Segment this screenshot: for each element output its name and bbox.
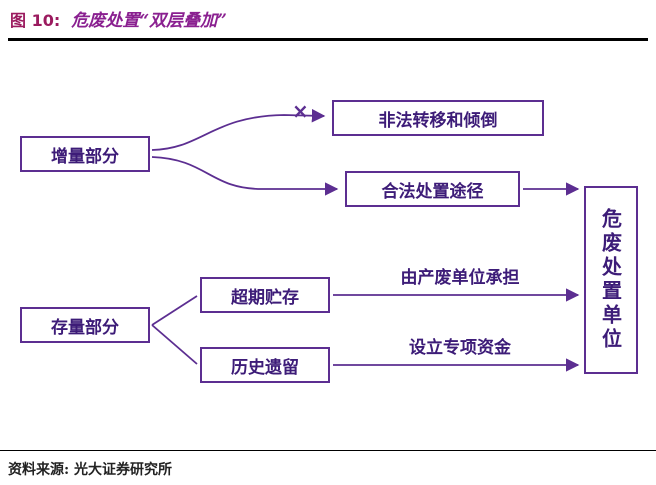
label-special-fund: 设立专项资金 (409, 338, 511, 358)
diagram-connectors (151, 108, 580, 372)
figure-title: 危废处置“双层叠加” (71, 11, 227, 31)
node-historical-legacy: 历史遗留 (200, 347, 330, 383)
line-stock-to-legacy (151, 324, 198, 365)
arrow-increment-to-illegal (151, 108, 326, 151)
node-legal-disposal: 合法处置途径 (345, 171, 520, 207)
arrow-increment-to-legal (151, 156, 339, 196)
footer-divider (0, 450, 656, 451)
cross-mark-icon: × (292, 99, 309, 123)
node-overdue-storage: 超期贮存 (200, 277, 330, 313)
flow-diagram: 增量部分 非法转移和倾倒 合法处置途径 存量部分 超期贮存 历史遗留 危废处置单… (0, 60, 656, 445)
node-illegal-transfer: 非法转移和倾倒 (332, 100, 544, 136)
node-increment-part: 增量部分 (20, 136, 150, 172)
node-stock-part: 存量部分 (20, 307, 150, 343)
source-note: 资料来源: 光大证券研究所 (8, 462, 173, 478)
header-divider (8, 38, 648, 41)
figure-header: 图 10: 危废处置“双层叠加” (10, 6, 227, 31)
label-borne-by-producer: 由产废单位承担 (400, 268, 520, 288)
node-disposal-unit: 危废处置单位 (584, 186, 638, 374)
figure-label: 图 10: (10, 11, 61, 30)
line-stock-to-overdue (151, 295, 198, 326)
